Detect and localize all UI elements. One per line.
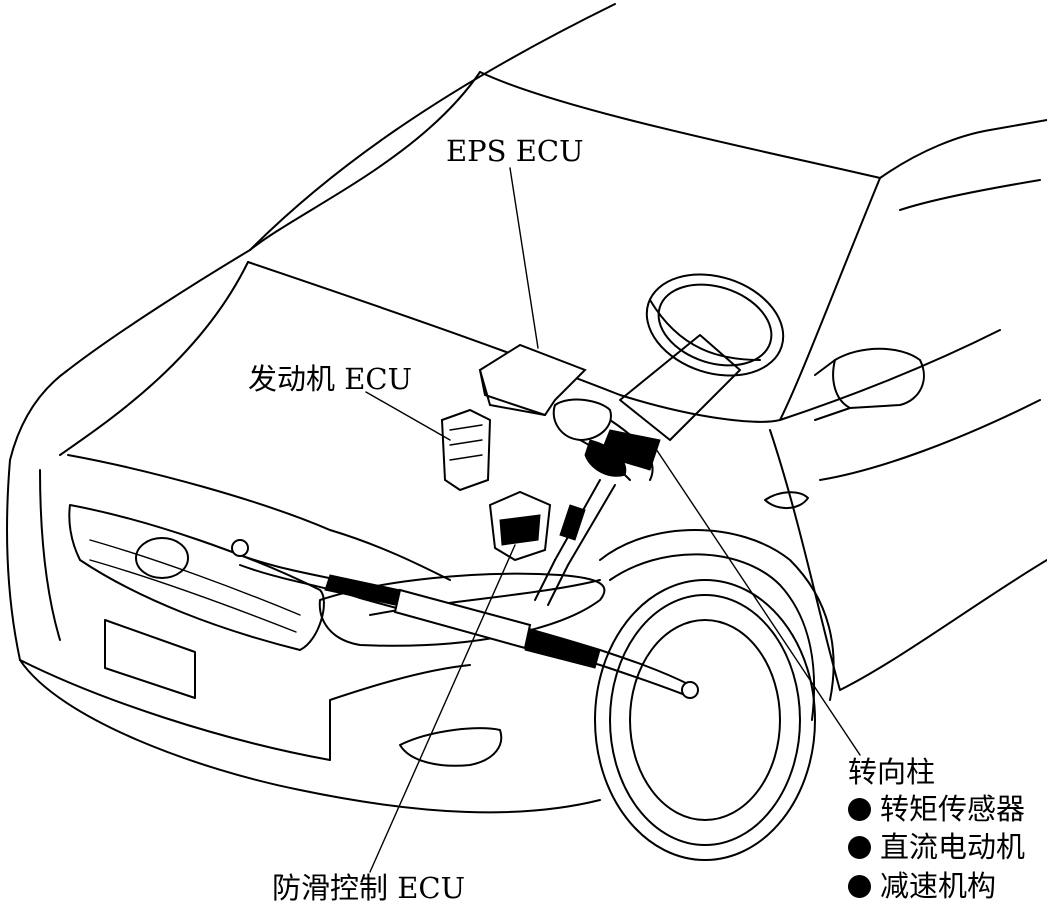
engine-ecu-leader [365, 391, 451, 441]
abs-ecu-label: 防滑控制 ECU [272, 871, 466, 905]
column-part-item: 转矩传感器 [848, 795, 1025, 824]
column-part-item: 减速机构 [848, 872, 996, 901]
bullet-dot-icon [848, 836, 871, 859]
steering-column-label: 转向柱 [848, 755, 936, 789]
column-part-label: 直流电动机 [880, 830, 1026, 864]
leader-lines [365, 167, 861, 873]
column-part-label: 减速机构 [880, 869, 997, 903]
engine-ecu-label: 发动机 ECU [248, 362, 413, 396]
eps-ecu-label: EPS ECU [446, 134, 584, 168]
steering-system [231, 273, 785, 699]
column-part-item: 直流电动机 [848, 833, 1025, 862]
bullet-dot-icon [848, 798, 871, 821]
eps-ecu-leader [509, 167, 539, 349]
steering-column-leader [649, 439, 861, 756]
car-body [6, 3, 1047, 861]
abs-ecu-leader [369, 544, 516, 873]
bullet-dot-icon [848, 875, 871, 898]
column-part-label: 转矩传感器 [880, 792, 1026, 826]
